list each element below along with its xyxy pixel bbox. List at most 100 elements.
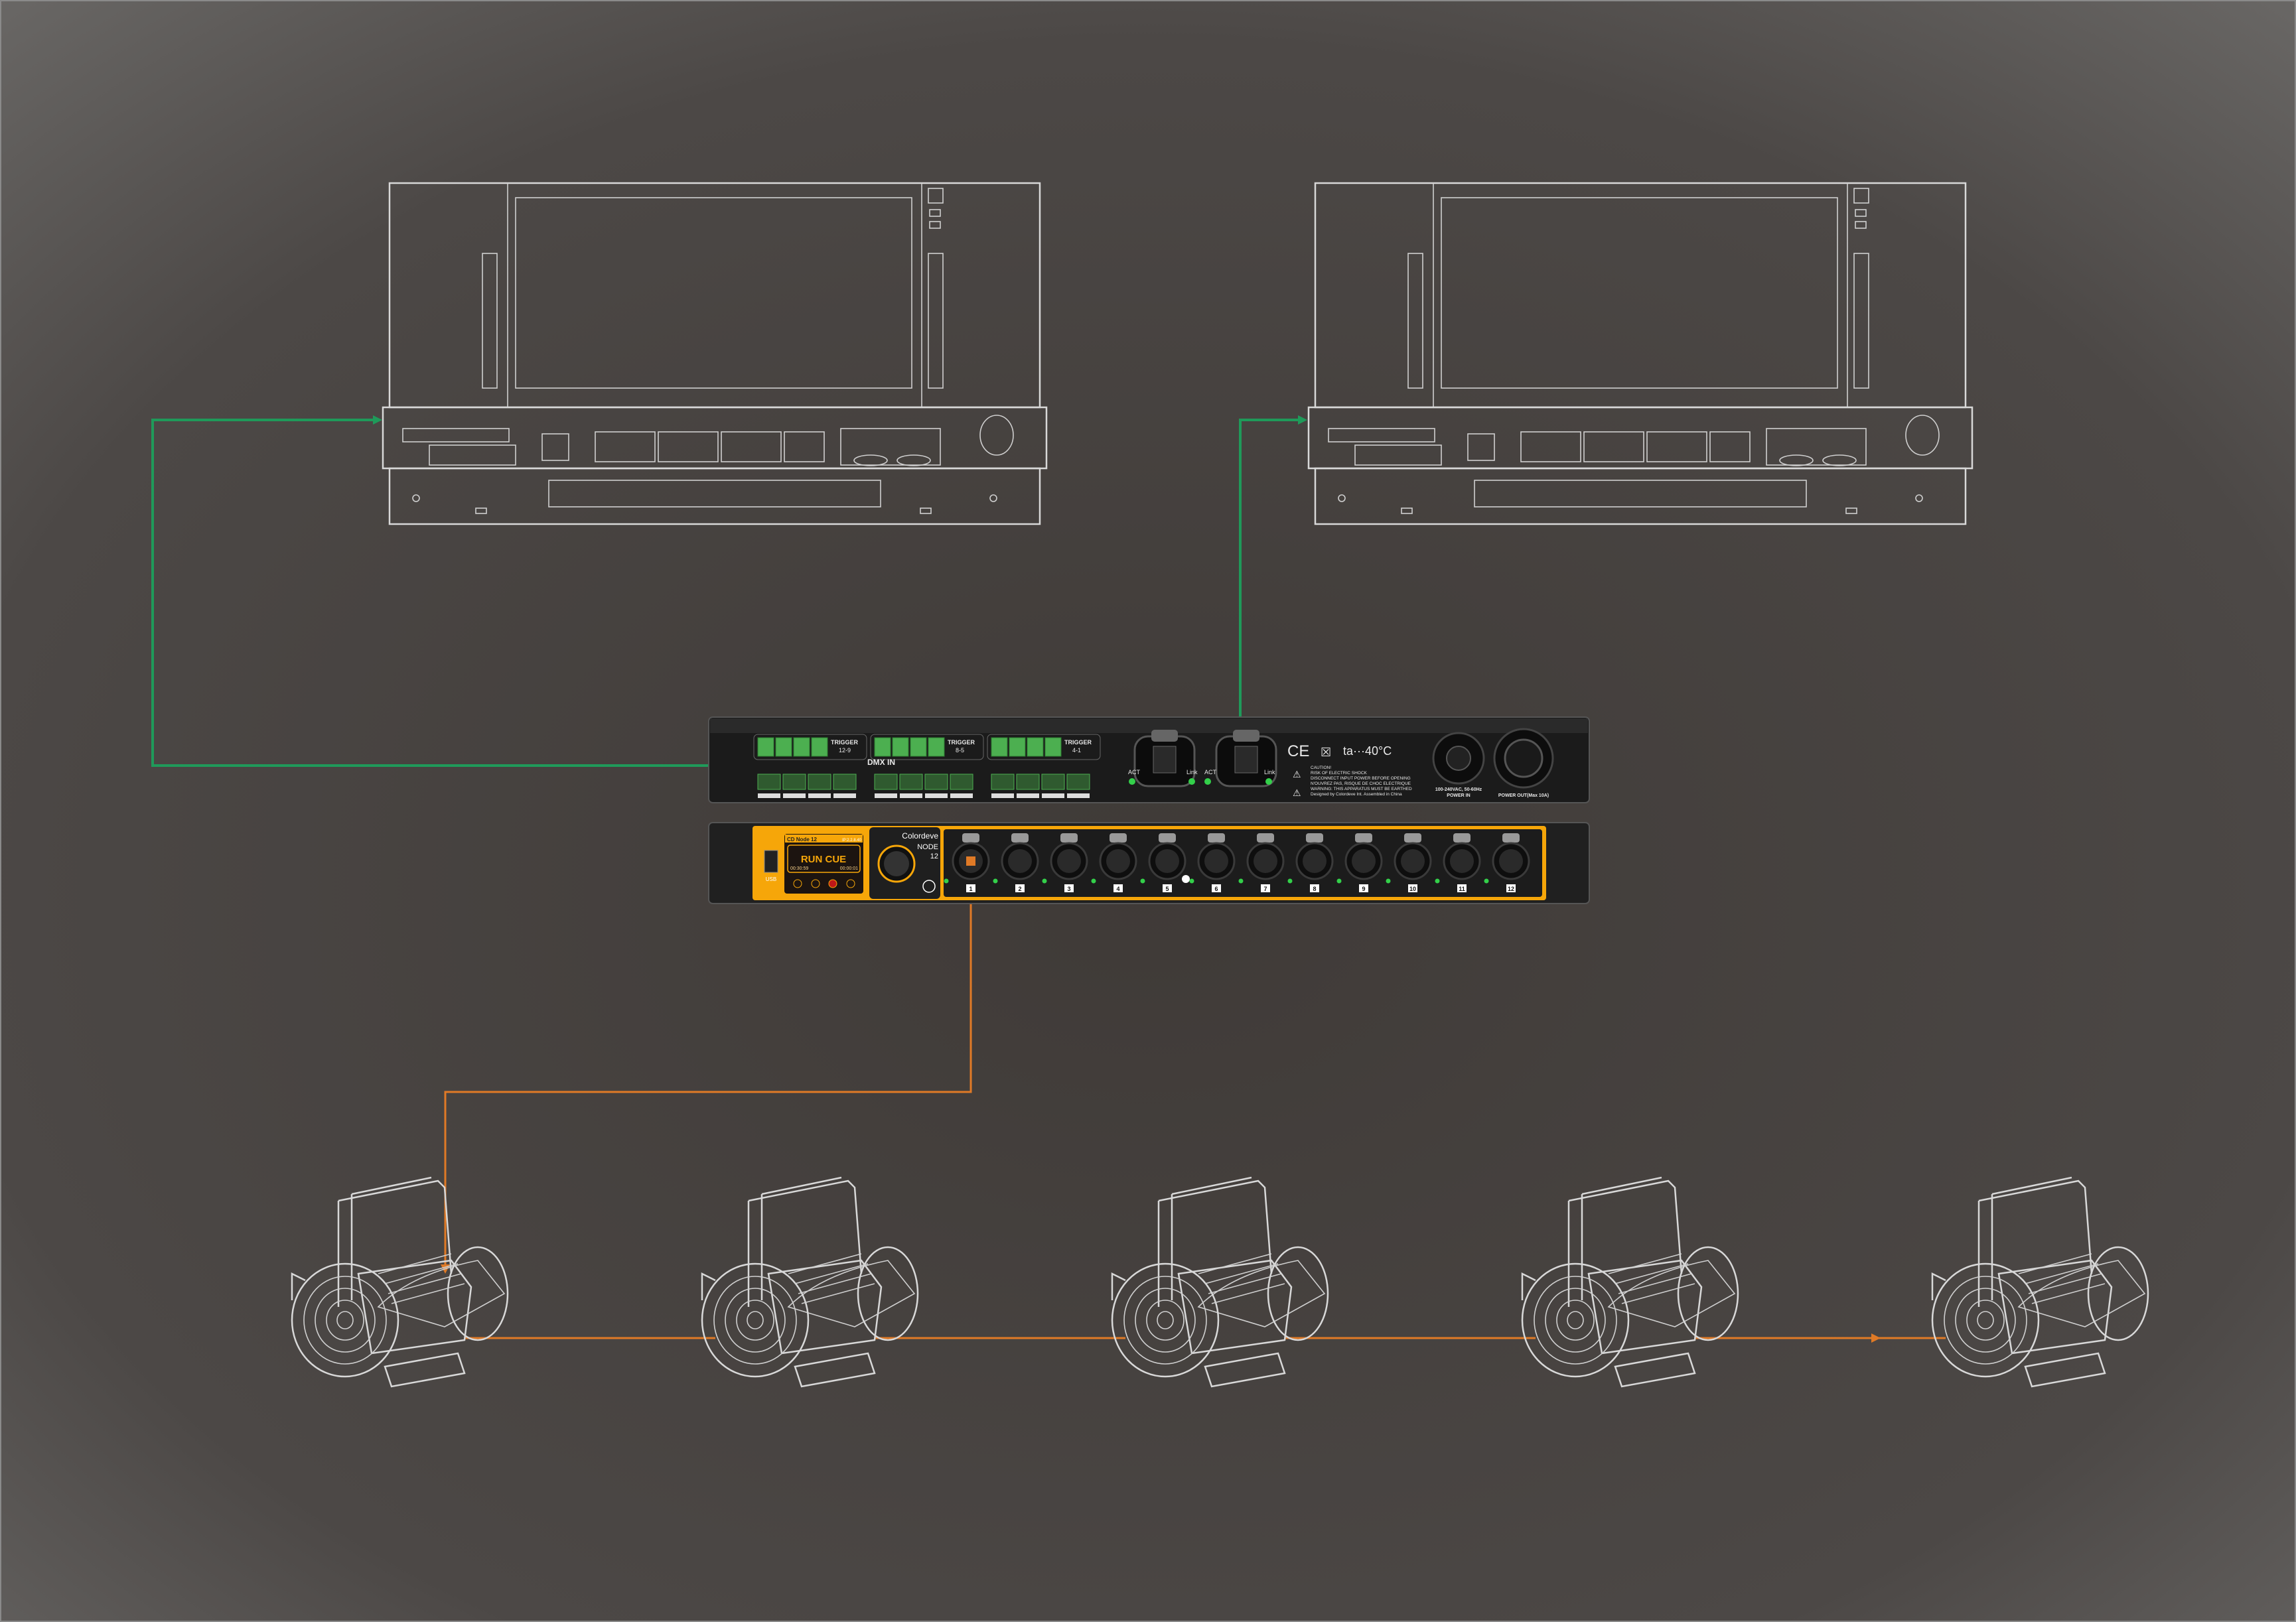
dmx-in-label: DMX IN <box>867 758 895 767</box>
caution-text: CAUTION! <box>1311 766 1331 770</box>
link-led <box>1265 778 1272 785</box>
port-number: 11 <box>1459 886 1465 892</box>
trigger-title: TRIGGER <box>948 739 975 746</box>
trigger-range: 4-1 <box>1072 747 1081 754</box>
port-led <box>1287 878 1293 884</box>
back-button[interactable] <box>922 880 936 893</box>
usb-label: USB <box>766 876 776 882</box>
screen-title: CD Node 12 <box>787 837 817 843</box>
dmx-terminal[interactable] <box>950 774 973 790</box>
remaining-time: 00:00:01 <box>840 866 858 871</box>
play-button[interactable] <box>811 879 820 888</box>
port-led <box>1435 878 1440 884</box>
port-number: 1 <box>969 886 972 892</box>
trigger-terminal[interactable] <box>757 737 774 757</box>
dmx-daisy-chain <box>465 1333 1946 1343</box>
dmx-terminal[interactable] <box>924 774 948 790</box>
dmx-terminal[interactable] <box>899 774 923 790</box>
port-led <box>1042 878 1047 884</box>
power-in-label: POWER IN <box>1447 793 1470 798</box>
dmx-terminal[interactable] <box>1016 774 1040 790</box>
link-led <box>1188 778 1195 785</box>
dmx-terminal[interactable] <box>991 774 1015 790</box>
act-label: ACT <box>1128 769 1141 776</box>
usb-port[interactable] <box>764 850 778 873</box>
ethernet-cable-console-2 <box>1239 419 1303 773</box>
dmx-output-port[interactable] <box>1344 833 1383 880</box>
rj45-port-2[interactable] <box>1215 730 1277 787</box>
stop-button[interactable] <box>828 879 837 888</box>
dmx-node-12: USB CD Node 12 IP:2.2.8.40 RUN CUE 00:30… <box>708 822 1590 904</box>
dmx-output-port[interactable] <box>1443 833 1481 880</box>
trigger-range: 12-9 <box>839 747 851 754</box>
link-label: Link <box>1186 769 1198 776</box>
trigger-terminal[interactable] <box>991 737 1008 757</box>
dmx-output-port[interactable] <box>1099 833 1137 880</box>
dmx-terminal[interactable] <box>757 774 781 790</box>
caution-text: DISCONNECT INPUT POWER BEFORE OPENING <box>1311 776 1411 781</box>
trigger-title: TRIGGER <box>1064 739 1092 746</box>
trigger-terminal[interactable] <box>892 737 909 757</box>
previous-button[interactable] <box>793 879 802 888</box>
trigger-terminal[interactable] <box>793 737 810 757</box>
arrow-icon <box>1871 1333 1881 1343</box>
port-led <box>1189 878 1194 884</box>
dmx-output-port[interactable] <box>1148 833 1186 880</box>
dmx-terminal[interactable] <box>782 774 806 790</box>
dmx-output-port[interactable] <box>1197 833 1236 880</box>
dmx-terminal[interactable] <box>808 774 831 790</box>
dmx-output-port[interactable] <box>1295 833 1334 880</box>
trigger-terminal[interactable] <box>910 737 927 757</box>
dmx-output-port[interactable] <box>1246 833 1285 880</box>
dmx-output-port[interactable] <box>1394 833 1432 880</box>
ce-mark: CE <box>1287 742 1309 760</box>
arrow-icon <box>1298 415 1307 425</box>
model-label: NODE <box>917 843 938 851</box>
trigger-terminal[interactable] <box>1009 737 1026 757</box>
node-screen <box>784 834 863 894</box>
arrow-icon <box>373 415 382 425</box>
port-number: 6 <box>1214 886 1218 892</box>
port-led <box>1386 878 1391 884</box>
act-led <box>1204 778 1211 785</box>
power-in-spec: 100-240VAC, 50-60Hz <box>1435 787 1482 792</box>
next-button[interactable] <box>846 879 855 888</box>
caution-text: N'OUVREZ PAS, RISQUE DE CHOC ELECTRIQUE <box>1311 781 1411 786</box>
power-out-connector[interactable] <box>1493 728 1554 789</box>
caution-text: Designed by Colordeve Int. Assembled in … <box>1311 792 1402 797</box>
dmx-terminal[interactable] <box>1041 774 1065 790</box>
trigger-terminal[interactable] <box>775 737 792 757</box>
port-led <box>993 878 998 884</box>
trigger-terminal[interactable] <box>928 737 945 757</box>
trigger-terminal[interactable] <box>811 737 828 757</box>
dmx-terminal[interactable] <box>833 774 857 790</box>
port-led <box>1091 878 1096 884</box>
dmx-terminal[interactable] <box>1066 774 1090 790</box>
port-number: 2 <box>1018 886 1021 892</box>
warning-icon: ⚠ <box>1293 769 1301 779</box>
port-number: 8 <box>1313 886 1316 892</box>
port-number: 5 <box>1165 886 1169 892</box>
trigger-terminal[interactable] <box>1044 737 1062 757</box>
trigger-terminal[interactable] <box>874 737 891 757</box>
trigger-terminal[interactable] <box>1027 737 1044 757</box>
caution-text: WARNING: THIS APPARATUS MUST BE EARTHED <box>1311 787 1412 791</box>
power-in-connector[interactable] <box>1432 732 1485 785</box>
port-number: 7 <box>1263 886 1267 892</box>
act-led <box>1129 778 1135 785</box>
port-number: 12 <box>1508 886 1514 892</box>
dmx-output-port[interactable] <box>1001 833 1039 880</box>
dmx-output-port[interactable] <box>1050 833 1088 880</box>
port-led <box>1238 878 1244 884</box>
trigger-title: TRIGGER <box>831 739 859 746</box>
port-led <box>1140 878 1145 884</box>
port-number: 3 <box>1067 886 1070 892</box>
dmx-output-port[interactable] <box>1492 833 1530 880</box>
rj45-port-1[interactable] <box>1133 730 1196 787</box>
dmx-terminal[interactable] <box>874 774 898 790</box>
